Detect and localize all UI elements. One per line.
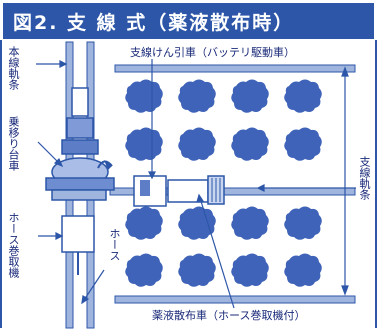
label-hose: ホース bbox=[108, 228, 121, 261]
leader-lines bbox=[36, 56, 356, 309]
tree bbox=[178, 127, 216, 161]
label-hose-reel-machine: ホース巻取機 bbox=[7, 212, 20, 278]
tree bbox=[125, 127, 163, 161]
label-branch-rail: 支線軌条 bbox=[358, 156, 371, 200]
tree bbox=[284, 253, 322, 287]
transfer-cart bbox=[45, 157, 115, 201]
tree bbox=[231, 127, 269, 161]
orchard-trees bbox=[125, 79, 322, 287]
tree bbox=[231, 79, 269, 113]
tree bbox=[231, 206, 269, 240]
tree bbox=[284, 206, 322, 240]
tree bbox=[178, 253, 216, 287]
branch-vehicles bbox=[133, 175, 225, 207]
tree bbox=[284, 127, 322, 161]
tree bbox=[125, 253, 163, 287]
label-main-rail: 本線軌条 bbox=[7, 46, 20, 90]
branch-rail bbox=[109, 64, 356, 304]
hose-reel-machine bbox=[61, 215, 95, 275]
figure-title: 図2. 支 線 式（薬液散布時） bbox=[13, 11, 295, 34]
tree bbox=[178, 206, 216, 240]
label-tow-vehicle: 支線けん引車（バッテリ駆動車） bbox=[128, 46, 297, 59]
tree bbox=[125, 79, 163, 113]
label-spray-vehicle: 薬液散布車（ホース巻取機付） bbox=[150, 309, 308, 322]
tree bbox=[178, 79, 216, 113]
label-transfer-cart: 乗移り台車 bbox=[7, 116, 20, 171]
tree bbox=[231, 253, 269, 287]
main-rail-equipment bbox=[61, 87, 99, 155]
tree bbox=[125, 206, 163, 240]
title-bar: 図2. 支 線 式（薬液散布時） bbox=[3, 3, 374, 39]
tree bbox=[284, 79, 322, 113]
